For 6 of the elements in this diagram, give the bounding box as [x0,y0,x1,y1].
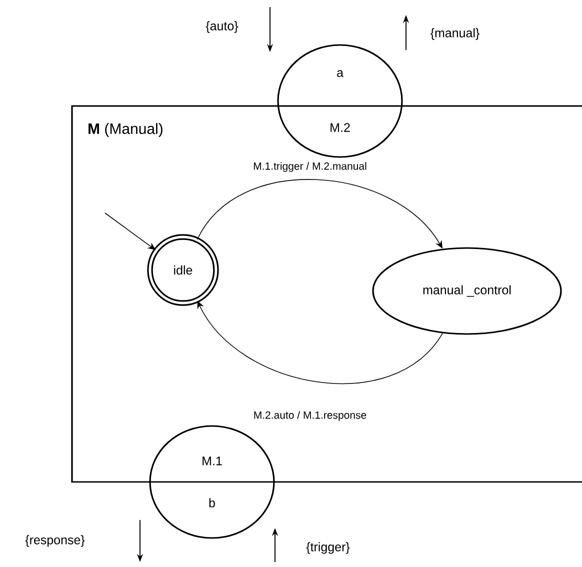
signal-label: {manual} [430,28,480,40]
signal-label: {trigger} [306,542,350,554]
edge-label: M.1.trigger / M.2.manual [254,162,366,172]
signal-label: {response} [25,535,85,547]
signal-label: {auto} [206,21,238,33]
edge-label: M.2.auto / M.1.response [254,411,366,421]
